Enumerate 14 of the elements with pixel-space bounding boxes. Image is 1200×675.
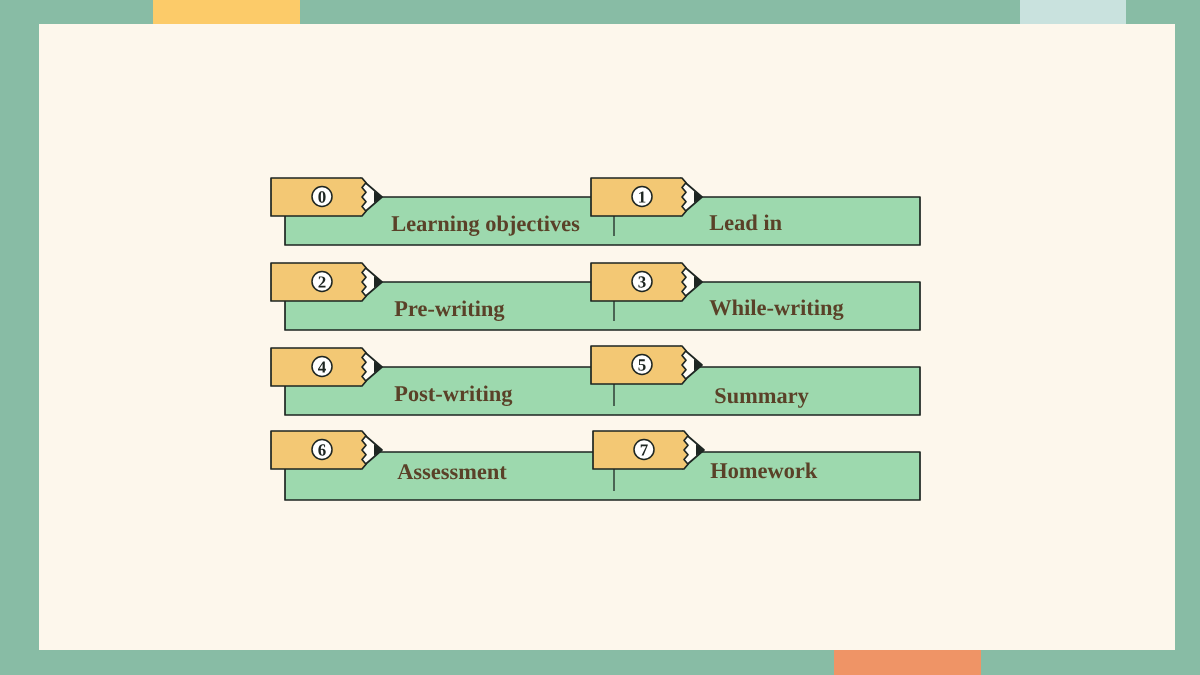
- node-label: Summary: [715, 388, 809, 408]
- node-label: Pre-writing: [394, 300, 505, 321]
- number-badge: 0: [311, 185, 333, 208]
- node-label: While-writing: [709, 299, 844, 320]
- number-badge: 3: [631, 270, 653, 293]
- number-badge: 1: [631, 185, 653, 208]
- node-label: Assessment: [397, 464, 507, 480]
- number-badge: 4: [311, 355, 333, 378]
- number-badge: 6: [311, 438, 333, 461]
- node-label: Homework: [710, 462, 818, 479]
- node-label: Lead in: [709, 214, 782, 231]
- node-label: Learning objectives: [391, 215, 580, 236]
- number-badge: 2: [311, 270, 333, 293]
- node-label: Post-writing: [394, 385, 513, 406]
